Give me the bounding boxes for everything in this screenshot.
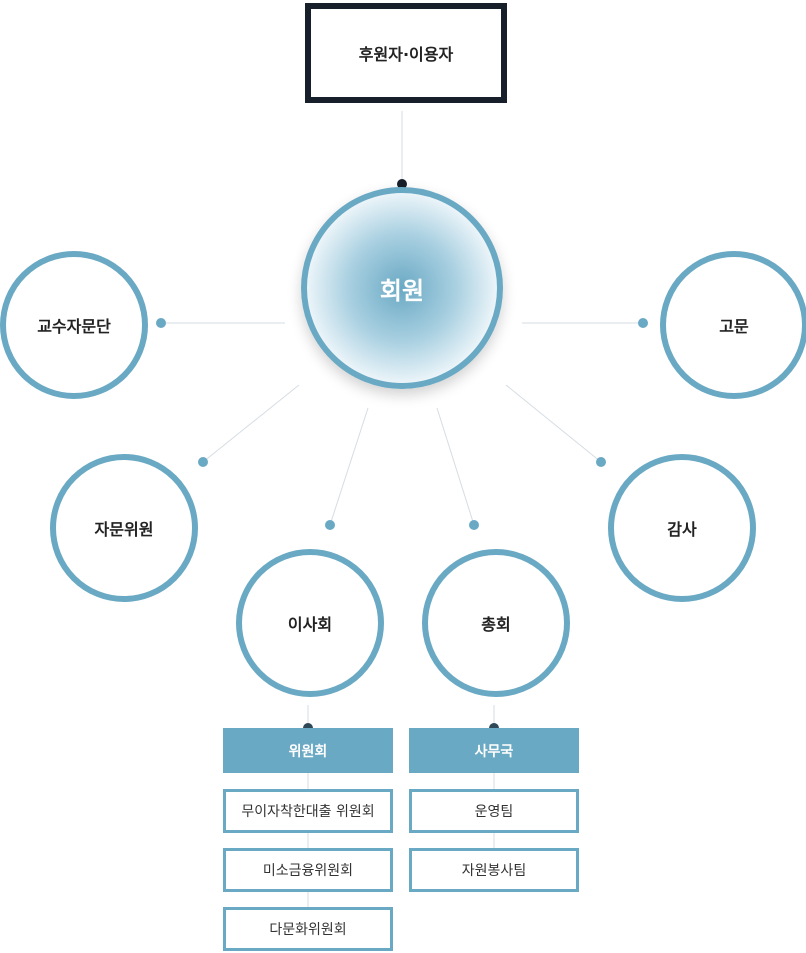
audit-circle: 감사 [608,454,756,602]
connector-dot [638,318,648,328]
connector-dot [397,179,407,189]
committee-item-label: 무이자착한대출 위원회 [241,804,375,820]
committee-item: 다문화위원회 [223,907,393,951]
advisor-label: 고문 [719,317,749,336]
sponsor-user-box: 후원자·이용자 [305,3,507,103]
connector-dot [596,457,606,467]
advisory-committee-circle: 자문위원 [50,454,198,602]
committee-item: 무이자착한대출 위원회 [223,789,393,833]
general-assembly-label: 총회 [481,615,511,634]
member-center-circle: 회원 [301,187,503,389]
secretariat-item: 자원봉사팀 [409,848,579,892]
secretariat-header-label: 사무국 [474,743,514,760]
connector-dot [198,457,208,467]
secretariat-header: 사무국 [409,728,579,773]
general-assembly-circle: 총회 [422,549,570,697]
audit-label: 감사 [667,520,697,539]
committee-item: 미소금융위원회 [223,848,393,892]
connector-dot [325,520,335,530]
committee-item-label: 다문화위원회 [269,922,347,938]
board-label: 이사회 [287,615,333,634]
committee-header-label: 위원회 [288,743,328,760]
advisor-circle: 고문 [660,251,806,399]
sponsor-user-label: 후원자·이용자 [358,45,454,64]
committee-item-label: 미소금융위원회 [262,863,354,879]
professor-advisory-circle: 교수자문단 [0,251,148,399]
member-label: 회원 [379,276,425,305]
connector-dot [469,520,479,530]
secretariat-item-label: 자원봉사팀 [461,863,527,879]
professor-advisory-label: 교수자문단 [37,317,111,336]
secretariat-item-label: 운영팀 [474,804,514,820]
connector-dot [156,318,166,328]
board-circle: 이사회 [236,549,384,697]
secretariat-item: 운영팀 [409,789,579,833]
committee-header: 위원회 [223,728,393,773]
advisory-committee-label: 자문위원 [94,520,154,539]
